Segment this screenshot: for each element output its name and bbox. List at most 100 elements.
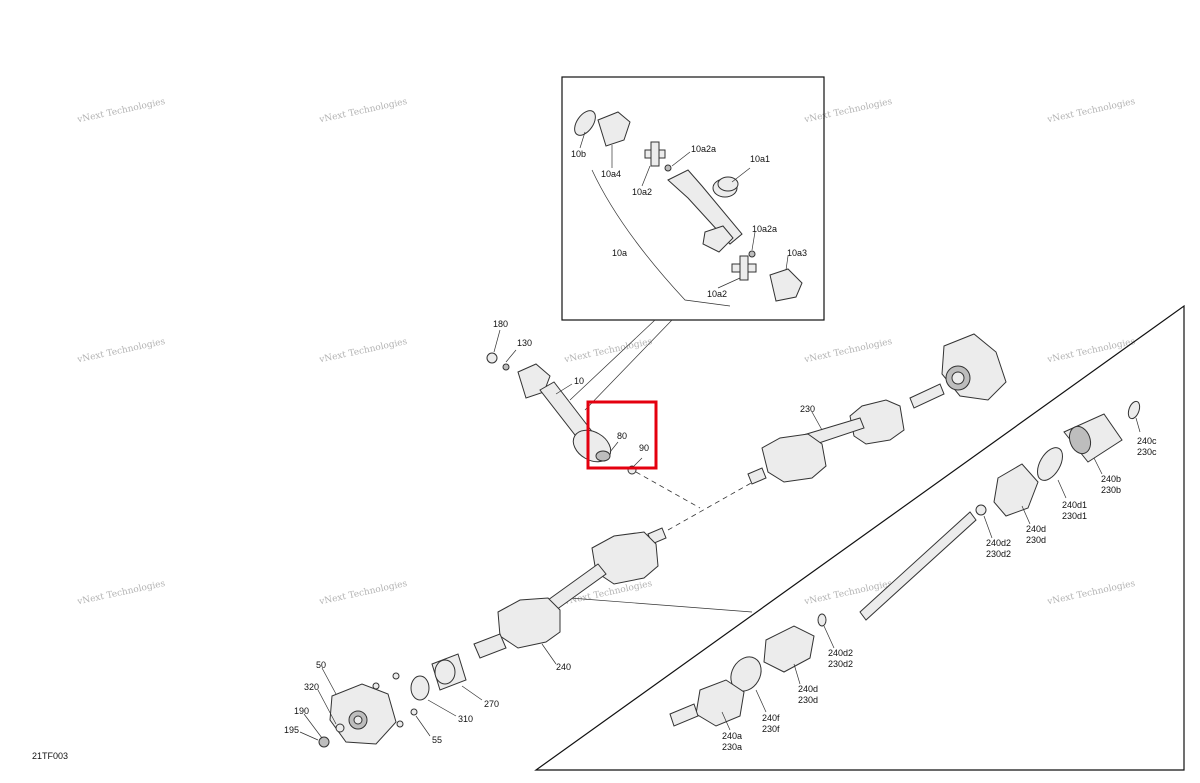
callout-label: 10a bbox=[612, 248, 627, 258]
callout-label: 180 bbox=[493, 319, 508, 329]
clamp-part bbox=[817, 613, 827, 627]
flange-part bbox=[574, 110, 596, 136]
boot-part bbox=[763, 625, 815, 673]
detail-triangle-cv: 240c 230c 240b 230b 240d1 230d1 240d 230… bbox=[534, 304, 1185, 771]
callout-label: 240f bbox=[762, 713, 780, 723]
cv-joint-part bbox=[497, 597, 561, 649]
yoke-part bbox=[769, 268, 803, 302]
callout-label: 230d2 bbox=[986, 549, 1011, 559]
watermark: vNext Technologies bbox=[803, 97, 894, 126]
drawing-code: 21TF003 bbox=[32, 751, 68, 761]
callout-label: 240d1 bbox=[1062, 500, 1087, 510]
callout-label: 230d bbox=[798, 695, 818, 705]
grease-fitting-part bbox=[748, 250, 756, 258]
callout-label: 320 bbox=[304, 682, 319, 692]
callout-label: 90 bbox=[639, 443, 649, 453]
bolt-part bbox=[396, 720, 404, 728]
highlight-box bbox=[586, 400, 658, 470]
callout-label: 240c bbox=[1137, 436, 1157, 446]
callout-label: 10a2a bbox=[691, 144, 716, 154]
cv-housing-part bbox=[1063, 413, 1123, 463]
callout-label: 230f bbox=[762, 724, 780, 734]
callout-label: 130 bbox=[517, 338, 532, 348]
callout-label: 55 bbox=[432, 735, 442, 745]
assembly-axis-line bbox=[635, 471, 701, 509]
callout-label: 10 bbox=[574, 376, 584, 386]
callout-label: 10a2 bbox=[707, 289, 727, 299]
spline-end-part bbox=[669, 703, 699, 727]
clamp-part bbox=[975, 504, 987, 516]
shaft-part bbox=[667, 169, 743, 245]
triangle-connector-line bbox=[569, 597, 753, 613]
bolt-part bbox=[502, 363, 510, 371]
u-joint-cross-part bbox=[731, 255, 757, 281]
gearbox-housing-part bbox=[941, 333, 1007, 401]
retaining-ring-part bbox=[410, 675, 430, 701]
callout-label: 240d bbox=[1026, 524, 1046, 534]
yoke-part bbox=[597, 111, 631, 147]
watermark: vNext Technologies bbox=[1046, 97, 1137, 126]
assembly-axis-line bbox=[667, 477, 761, 531]
callout-label: 230 bbox=[800, 404, 815, 414]
bolt-part bbox=[410, 708, 418, 716]
watermark: vNext Technologies bbox=[318, 97, 409, 126]
shaft-stub-part bbox=[909, 383, 945, 409]
callout-label: 240a bbox=[722, 731, 742, 741]
yoke-part bbox=[702, 225, 734, 253]
callout-label: 50 bbox=[316, 660, 326, 670]
callout-label: 240b bbox=[1101, 474, 1121, 484]
callout-label: 230d1 bbox=[1062, 511, 1087, 521]
callout-label: 10a4 bbox=[601, 169, 621, 179]
callout-label: 240d bbox=[798, 684, 818, 694]
callout-label: 310 bbox=[458, 714, 473, 724]
callout-label: 230c bbox=[1137, 447, 1157, 457]
callout-label: 10a3 bbox=[787, 248, 807, 258]
callout-label: 230a bbox=[722, 742, 742, 752]
callout-label: 230d bbox=[1026, 535, 1046, 545]
washer-part bbox=[335, 723, 345, 733]
callout-label: 230d2 bbox=[828, 659, 853, 669]
callout-label: 80 bbox=[617, 431, 627, 441]
nut-part bbox=[486, 352, 498, 364]
bolt-part bbox=[372, 682, 380, 690]
clamp-ring-part bbox=[1037, 447, 1063, 481]
grease-fitting-part bbox=[664, 164, 672, 172]
watermark: vNext Technologies bbox=[318, 337, 409, 366]
inset-connector-line bbox=[569, 319, 656, 401]
bolt-part bbox=[392, 672, 400, 680]
watermark: vNext Technologies bbox=[1046, 579, 1137, 608]
callout-label: 10a1 bbox=[750, 154, 770, 164]
callout-label: 240 bbox=[556, 662, 571, 672]
callout-label: 10a2a bbox=[752, 224, 777, 234]
callout-label: 240d2 bbox=[828, 648, 853, 658]
boot-part bbox=[993, 463, 1039, 517]
coupler-bore-part bbox=[595, 450, 611, 462]
detail-triangle-frame bbox=[534, 304, 1185, 771]
detail-inset-frame bbox=[561, 76, 825, 321]
bearing-part bbox=[431, 653, 467, 691]
callout-label: 10a2 bbox=[632, 187, 652, 197]
watermark: vNext Technologies bbox=[76, 337, 167, 366]
cv-joint-part bbox=[761, 433, 827, 483]
watermark: vNext Technologies bbox=[563, 337, 654, 366]
watermark: vNext Technologies bbox=[1046, 337, 1137, 366]
detail-inset-propshaft: 10b 10a4 10a2 10a2a 10a1 10a 10a2a 10a3 … bbox=[561, 76, 825, 411]
inset-connector-line bbox=[584, 319, 673, 411]
circlip-part bbox=[1127, 400, 1141, 420]
watermark: vNext Technologies bbox=[76, 579, 167, 608]
callout-label: 10b bbox=[571, 149, 586, 159]
cv-joint-part bbox=[849, 399, 905, 445]
watermark: vNext Technologies bbox=[803, 337, 894, 366]
cv-outer-joint-part bbox=[695, 679, 745, 727]
spline-end-part bbox=[747, 467, 767, 485]
axle-shaft-part bbox=[859, 511, 977, 621]
hub-part bbox=[329, 683, 397, 745]
watermark: vNext Technologies bbox=[318, 579, 409, 608]
nut-part bbox=[318, 736, 330, 748]
boot-part bbox=[712, 176, 739, 198]
callout-label: 270 bbox=[484, 699, 499, 709]
callout-label: 190 bbox=[294, 706, 309, 716]
main-propshaft-assembly: 180 130 10 80 90 bbox=[486, 319, 649, 475]
